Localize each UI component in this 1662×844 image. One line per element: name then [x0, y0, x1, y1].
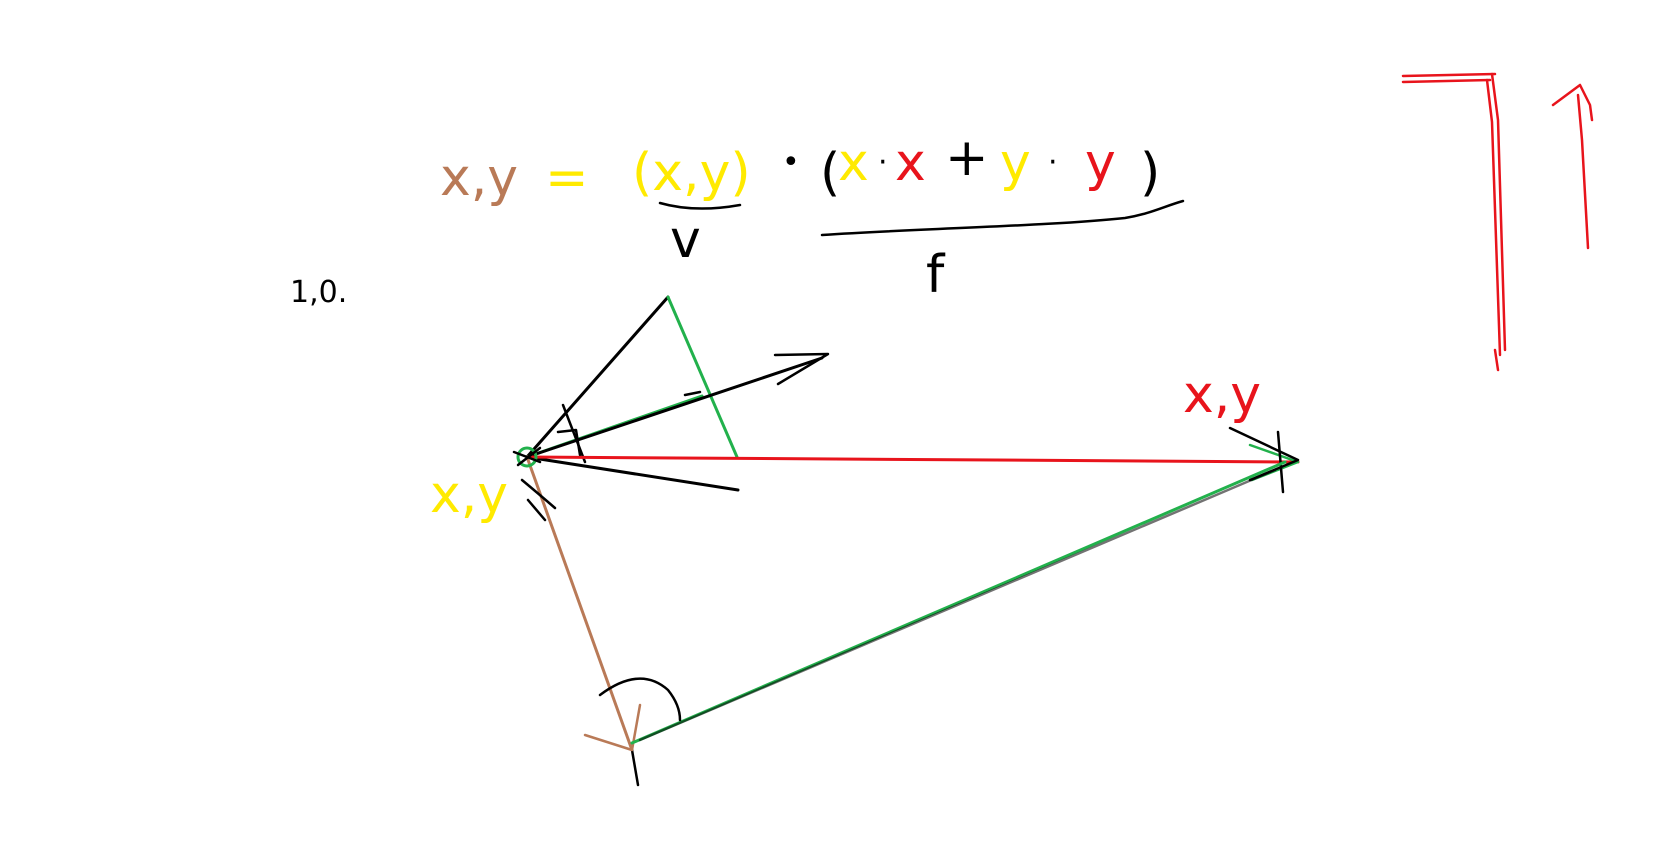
target-label: x,y	[1183, 365, 1261, 425]
origin-label: x,y	[430, 465, 508, 525]
formula-term-b-y2: y	[1085, 133, 1116, 193]
formula-equals: =	[545, 148, 589, 208]
formula-term-b-open: (	[820, 143, 840, 203]
formula-under-a-brace	[658, 201, 742, 210]
right-angle-mark	[561, 403, 587, 464]
origin-point	[516, 446, 538, 468]
green-triangle-edge	[666, 295, 739, 459]
formula-lhs: x,y	[440, 148, 518, 208]
formula-mult-dot: •	[782, 145, 800, 180]
red-vector	[525, 455, 1300, 464]
angle-arc	[598, 677, 682, 722]
formula-term-a: (x,y)	[632, 143, 751, 203]
formula-term-b-close: )	[1140, 143, 1160, 203]
formula-denominator: f	[926, 245, 946, 305]
brown-vector	[525, 455, 634, 752]
brown-arrowhead	[583, 703, 642, 752]
black-arrow-tick	[683, 390, 702, 397]
formula-term-b-x1: x	[838, 133, 869, 193]
formula-term-b-dot1: ·	[878, 145, 888, 180]
formula-term-b-x2: x	[895, 133, 926, 193]
red-corner-marks	[1401, 72, 1594, 372]
formula-term-b-dot2: ·	[1048, 145, 1058, 180]
vector-diagram	[512, 295, 1300, 787]
black-line-down	[525, 455, 740, 492]
formula-term-b-plus: +	[945, 128, 989, 188]
formula-under-a: v	[670, 210, 701, 270]
black-arrowhead	[773, 352, 830, 386]
corner-note: 1,0.	[290, 275, 347, 310]
formula: x,y = (x,y) • ( x · x + y · y ) v f	[440, 128, 1185, 305]
fraction-bar	[820, 199, 1185, 237]
black-line-up	[525, 295, 670, 459]
formula-term-b-y1: y	[1000, 133, 1031, 193]
target-marker	[1276, 430, 1285, 494]
